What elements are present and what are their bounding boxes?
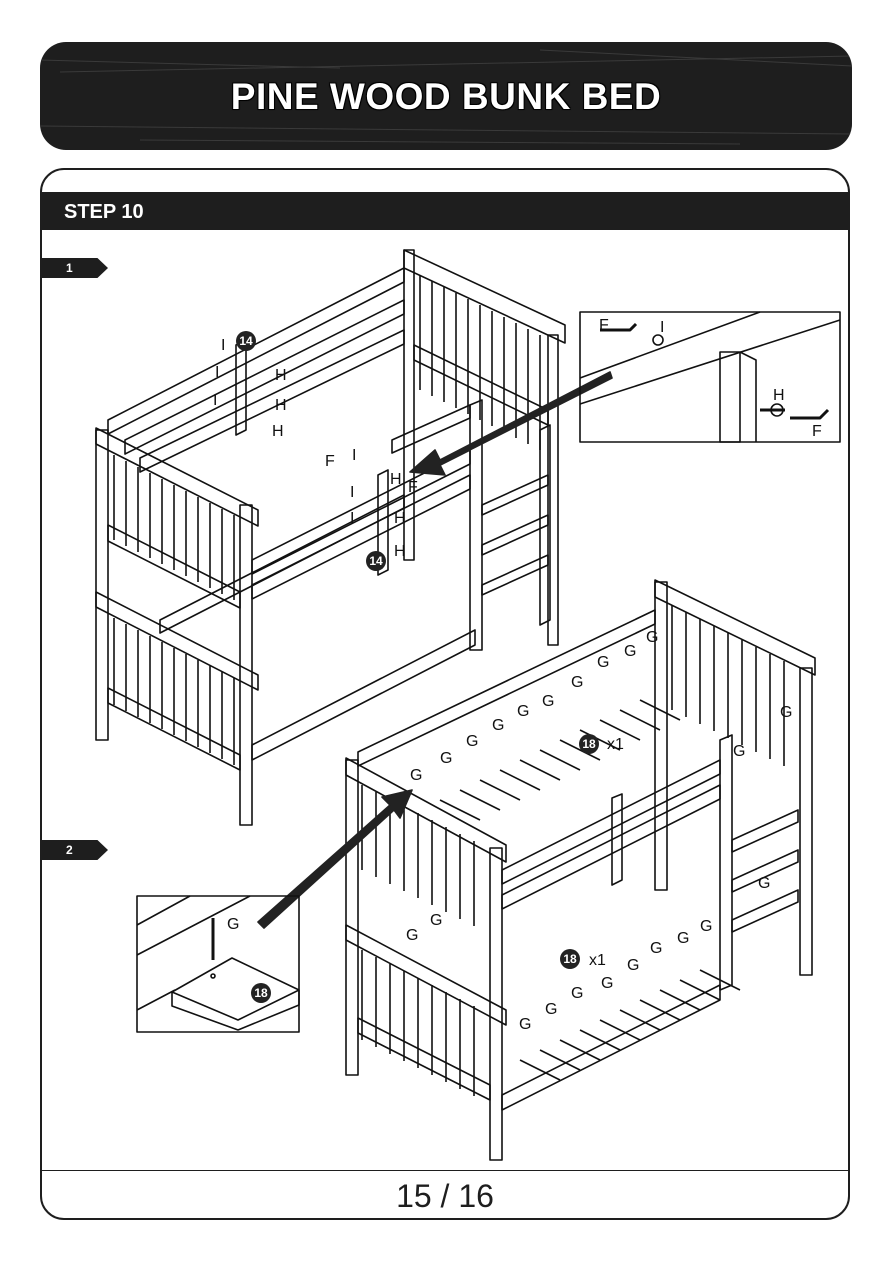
qty-x1-bottom: x1 [589, 952, 606, 969]
substep-1-tag: 1 [42, 258, 108, 278]
label-G: G [571, 674, 583, 691]
substep-2-tag: 2 [42, 840, 108, 860]
label-G: G [466, 733, 478, 750]
bunk-bed-illustration-2 [345, 579, 816, 1161]
label-G: G [624, 643, 636, 660]
label-G: G [733, 743, 745, 760]
label-G: G [597, 654, 609, 671]
label-F-detail-2: F [812, 423, 822, 440]
label-H-4: H [390, 471, 402, 488]
qty-x1-top: x1 [607, 736, 624, 753]
label-G: G [646, 629, 658, 646]
step-header: STEP 10 [42, 192, 848, 230]
footer-divider [42, 1170, 848, 1171]
part-badges: 14 14 18 18 18 [236, 331, 599, 1003]
badge-18-bottom: 18 [563, 952, 577, 966]
label-F-detail-1: F [599, 317, 609, 334]
label-I-5: I [350, 484, 354, 501]
bunk-bed-illustration-1 [95, 249, 566, 826]
step-label: STEP 10 [64, 201, 144, 223]
label-G: G [571, 985, 583, 1002]
label-G-detail: G [227, 916, 239, 933]
label-G: G [517, 703, 529, 720]
label-I-detail: I [660, 319, 664, 336]
detail-arrow-1-icon [409, 371, 613, 476]
detail-box-screw [136, 895, 300, 1033]
label-G: G [677, 930, 689, 947]
header-streaks [40, 49, 852, 145]
label-I-2: I [215, 364, 219, 381]
part-letter-labels: I I I H H H F I H F I I H H F I H F G x1… [213, 317, 822, 969]
label-H-1: H [275, 367, 287, 384]
label-G: G [601, 975, 613, 992]
label-G: G [758, 875, 770, 892]
label-G: G [430, 912, 442, 929]
label-H-5: H [394, 510, 406, 527]
label-H-2: H [275, 397, 287, 414]
substep-2-number: 2 [66, 843, 73, 857]
page-number: 15 / 16 [396, 1178, 494, 1214]
header-banner: PINE WOOD BUNK BED [40, 42, 852, 150]
label-H-3: H [272, 423, 284, 440]
label-F-1: F [325, 453, 335, 470]
label-G: G [410, 767, 422, 784]
label-I-6: I [350, 510, 354, 527]
label-I-3: I [213, 392, 217, 409]
substep-1-number: 1 [66, 261, 73, 275]
label-G: G [440, 750, 452, 767]
detail-arrow-2-icon [257, 789, 413, 929]
detail-box-bolt [579, 311, 841, 443]
label-G: G [627, 957, 639, 974]
badge-18-top: 18 [582, 737, 596, 751]
badge-14-bottom: 14 [369, 554, 383, 568]
label-G: G [542, 693, 554, 710]
label-G: G [519, 1016, 531, 1033]
label-H-detail: H [773, 387, 785, 404]
label-I-4: I [352, 447, 356, 464]
label-F-2: F [408, 479, 418, 496]
screw-G-labels: G G G G G G G G G G G G G G G G G G G G … [406, 629, 792, 1033]
label-G: G [406, 927, 418, 944]
label-G: G [650, 940, 662, 957]
badge-18-detail: 18 [254, 986, 268, 1000]
page-title: PINE WOOD BUNK BED [230, 76, 662, 117]
label-G: G [492, 717, 504, 734]
label-G: G [700, 918, 712, 935]
label-I-1: I [221, 337, 225, 354]
label-G: G [545, 1001, 557, 1018]
label-H-6: H [394, 543, 406, 560]
label-G: G [780, 704, 792, 721]
badge-14-top: 14 [239, 334, 253, 348]
instruction-panel: STEP 10 1 2 15 / 16 [40, 168, 850, 1220]
